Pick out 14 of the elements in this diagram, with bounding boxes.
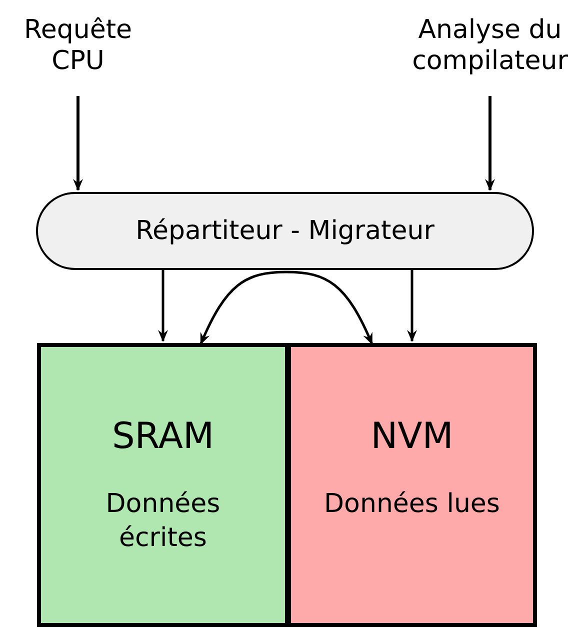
memory-box xyxy=(287,343,537,627)
input-label: Analyse du compilateur xyxy=(394,8,586,84)
arrow xyxy=(73,96,83,191)
arrow xyxy=(200,270,374,345)
memory-description: Données lues xyxy=(323,488,501,522)
arrow xyxy=(158,270,168,342)
process-label: Répartiteur - Migrateur xyxy=(136,216,434,246)
arrow xyxy=(407,270,417,342)
input-label: Requête CPU xyxy=(0,8,156,84)
arrow xyxy=(485,96,495,191)
memory-title: SRAM xyxy=(112,415,214,458)
memory-description: Données écrites xyxy=(104,488,222,555)
memory-title: NVM xyxy=(370,415,454,458)
memory-box xyxy=(37,343,289,627)
